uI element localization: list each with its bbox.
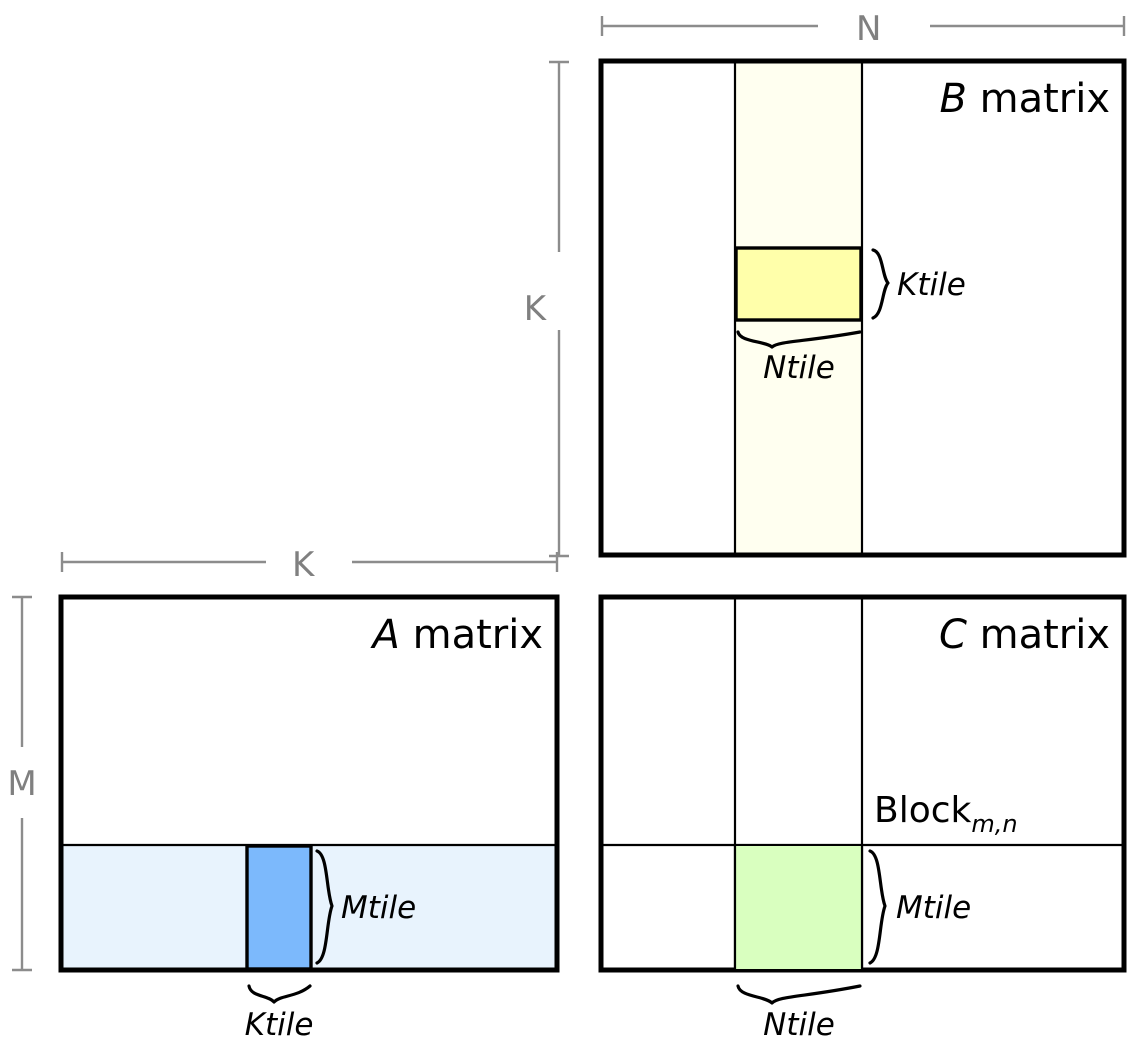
dimension-n: N — [600, 9, 1126, 49]
c-matrix-ntile-label: Ntile — [763, 1007, 835, 1043]
a-matrix-ktile-brace: Ktile — [245, 984, 314, 1043]
a-matrix-title: A matrix — [370, 612, 543, 658]
c-matrix-mtile-label: Mtile — [896, 890, 971, 926]
a-matrix: A matrix Mtile Ktile — [58, 594, 560, 1043]
b-matrix-ktile-brace: Ktile — [871, 248, 966, 320]
c-matrix-mtile-brace-shape — [868, 849, 887, 965]
b-matrix-title-italic: B — [939, 76, 966, 122]
dimension-k-vertical-label: K — [524, 289, 548, 329]
b-matrix-ktile-label: Ktile — [897, 267, 966, 303]
c-matrix-title-rest: matrix — [967, 612, 1110, 658]
c-matrix-block-subscript: m,n — [971, 810, 1017, 838]
a-matrix-mtile-label: Mtile — [341, 890, 416, 926]
dimension-m: M — [7, 595, 37, 972]
a-matrix-title-italic: A — [370, 612, 400, 658]
dimension-k-horizontal-label: K — [292, 545, 316, 585]
a-matrix-tile — [245, 844, 313, 971]
a-matrix-ktile-brace-shape — [247, 984, 312, 1004]
b-matrix-title-rest: matrix — [967, 76, 1110, 122]
c-matrix-block-text: Block — [874, 790, 972, 831]
c-matrix-ntile-brace: Ntile — [736, 984, 862, 1043]
c-matrix-block-label: Blockm,n — [874, 790, 1018, 838]
b-matrix-tile — [734, 246, 863, 322]
b-matrix-ntile-brace-shape — [736, 330, 862, 349]
b-matrix-ntile-brace: Ntile — [736, 330, 862, 386]
c-matrix-tile — [736, 846, 861, 969]
a-matrix-mtile-brace: Mtile — [315, 849, 416, 965]
b-matrix-ntile-label: Ntile — [763, 350, 835, 386]
b-matrix: B matrix Ktile Ntile — [598, 58, 1127, 558]
a-matrix-ktile-label: Ktile — [245, 1007, 314, 1043]
dimension-m-label: M — [7, 764, 36, 804]
c-matrix: C matrix Blockm,n Mtile Ntile — [598, 594, 1127, 1043]
c-matrix-ntile-brace-shape — [736, 984, 862, 1005]
dimension-k-horizontal: K — [60, 545, 559, 585]
a-matrix-mtile-brace-shape — [315, 849, 334, 965]
dimension-k-vertical: K — [524, 60, 569, 558]
c-matrix-title-italic: C — [939, 612, 967, 658]
c-matrix-title: C matrix — [939, 612, 1110, 658]
dimension-n-label: N — [856, 9, 881, 49]
b-matrix-ktile-brace-shape — [871, 248, 890, 320]
c-matrix-mtile-brace: Mtile — [868, 849, 971, 965]
a-matrix-title-rest: matrix — [400, 612, 543, 658]
b-matrix-title: B matrix — [939, 76, 1110, 122]
